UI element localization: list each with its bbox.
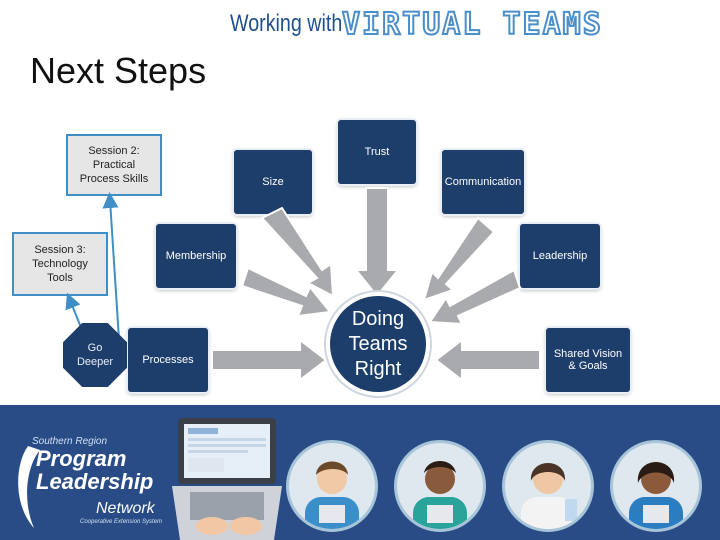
logo-line4: Network (96, 500, 155, 517)
avatar-person-3 (502, 440, 594, 532)
arrow-from-shared-vision (434, 337, 541, 383)
element-trust: Trust (338, 120, 416, 184)
arrow-from-processes (211, 337, 328, 383)
size-label: Size (262, 176, 284, 188)
person-3-icon (521, 463, 577, 529)
communication-label: Communication (444, 176, 522, 188)
session-3-box: Session 3: Technology Tools (12, 232, 108, 296)
page-title: Next Steps (30, 50, 207, 91)
laptop-illustration (172, 418, 282, 540)
arrow-from-leadership (428, 268, 522, 326)
logo-swoosh (18, 446, 40, 528)
plnetwork-logo: Southern Region Program Leadership Netwo… (10, 436, 170, 536)
session-2-label: Session 2: Practical Process Skills (79, 144, 149, 186)
element-membership: Membership (156, 224, 236, 288)
logo-line2: Program (36, 446, 127, 471)
element-shared-vision: Shared Vision & Goals (546, 328, 630, 392)
person-1-icon (305, 461, 359, 529)
center-circle: Doing Teams Right (330, 296, 426, 392)
logo-line3: Leadership (36, 469, 154, 494)
membership-label: Membership (165, 250, 227, 262)
arrow-from-size (260, 206, 335, 298)
avatar-person-1 (286, 440, 378, 532)
element-processes: Processes (128, 328, 208, 392)
element-size: Size (234, 150, 312, 214)
arrow-from-trust (353, 187, 401, 298)
person-2-icon (413, 461, 467, 529)
avatar-person-2 (394, 440, 486, 532)
leadership-label: Leadership (532, 250, 588, 262)
person-4-icon (629, 462, 683, 529)
go-deeper-label: Go Deeper (76, 341, 114, 368)
center-label: Doing Teams Right (348, 307, 408, 380)
arrow-from-membership (240, 266, 332, 318)
connector-to-session-3 (65, 292, 83, 331)
banner-title: VIRTUAL TEAMS (341, 6, 603, 43)
logo-line1: Southern Region (32, 436, 108, 447)
go-deeper-octagon: Go Deeper (63, 323, 127, 387)
trust-label: Trust (364, 146, 390, 158)
session-3-label: Session 3: Technology Tools (32, 243, 88, 285)
header-banner: Working with VIRTUAL TEAMS (230, 4, 603, 44)
shared-vision-label: Shared Vision & Goals (553, 348, 623, 372)
arrow-from-communication (422, 216, 496, 302)
element-leadership: Leadership (520, 224, 600, 288)
element-communication: Communication (442, 150, 524, 214)
logo-line5: Cooperative Extension System (80, 519, 163, 525)
processes-label: Processes (142, 354, 194, 366)
avatar-person-4 (610, 440, 702, 532)
connector-to-session-2 (102, 192, 121, 356)
